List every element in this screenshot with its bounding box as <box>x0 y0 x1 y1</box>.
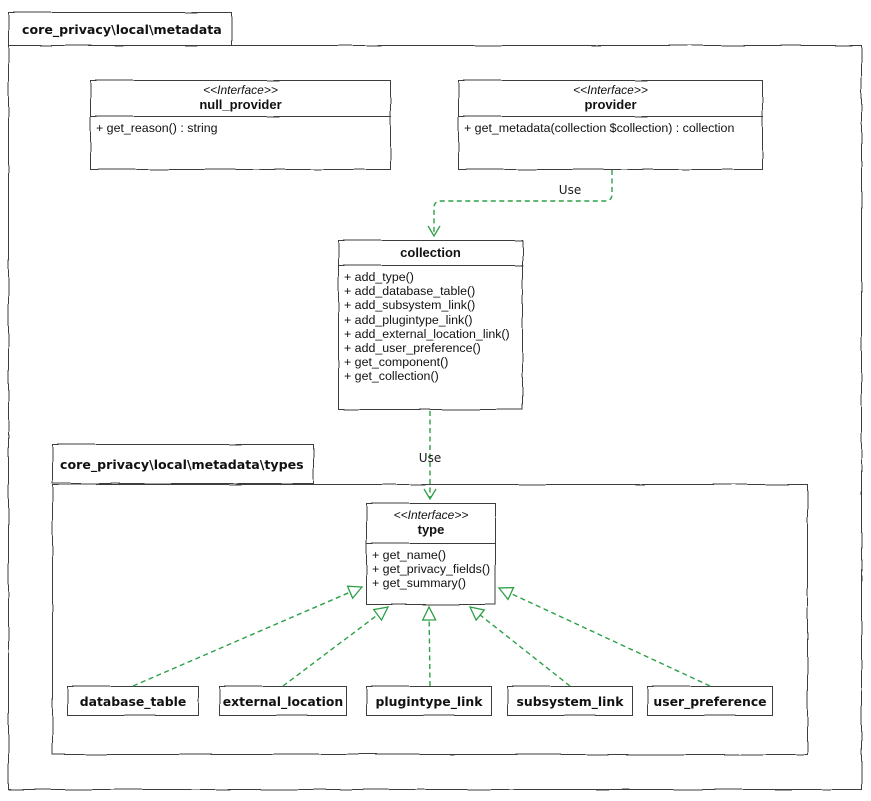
external-location-name: external_location <box>222 693 344 709</box>
package-types-label: core_privacy\local\metadata\types <box>60 456 304 472</box>
type-method: + get_summary() <box>372 576 466 591</box>
use-label-provider-collection: Use <box>558 183 582 197</box>
class-external-location: external_location <box>219 686 347 716</box>
type-name: type <box>417 522 445 537</box>
class-subsystem-link: subsystem_link <box>507 686 633 716</box>
type-stereotype: <<Interface>> <box>393 508 469 522</box>
null-provider-name: null_provider <box>199 97 282 112</box>
class-plugintype-link: plugintype_link <box>366 686 492 716</box>
class-null-provider: <<Interface>> null_provider + get_reason… <box>90 80 391 170</box>
class-collection: collection + add_type() + add_database_t… <box>338 240 523 410</box>
use-label-collection-type: Use <box>418 451 442 465</box>
collection-method: + get_component() <box>344 355 449 370</box>
class-database-table: database_table <box>67 686 199 716</box>
type-method: + get_privacy_fields() <box>372 562 491 577</box>
package-metadata-label: core_privacy\local\metadata <box>22 21 222 37</box>
collection-method: + add_subsystem_link() <box>344 298 476 313</box>
collection-method: + add_plugintype_link() <box>344 312 473 327</box>
collection-method: + add_user_preference() <box>344 340 481 355</box>
provider-method: + get_metadata(collection $collection) :… <box>464 121 735 135</box>
database-table-name: database_table <box>79 693 187 709</box>
package-metadata-tab: core_privacy\local\metadata <box>8 12 232 46</box>
user-preference-name: user_preference <box>653 693 767 709</box>
collection-method: + add_database_table() <box>344 284 476 299</box>
collection-name: collection <box>400 244 461 260</box>
collection-method: + add_external_location_link() <box>344 326 510 341</box>
provider-name: provider <box>584 97 637 112</box>
class-user-preference: user_preference <box>647 686 773 716</box>
null-provider-stereotype: <<Interface>> <box>203 83 278 97</box>
plugintype-link-name: plugintype_link <box>375 693 483 709</box>
provider-stereotype: <<Interface>> <box>573 83 648 97</box>
class-type: <<Interface>> type + get_name() + get_pr… <box>366 503 496 605</box>
subsystem-link-name: subsystem_link <box>516 693 624 709</box>
collection-method: + get_collection() <box>344 369 439 384</box>
null-provider-method: + get_reason() : string <box>96 121 218 135</box>
collection-method: + add_type() <box>344 270 414 284</box>
class-provider: <<Interface>> provider + get_metadata(co… <box>458 80 763 170</box>
package-types-tab: core_privacy\local\metadata\types <box>52 444 314 484</box>
type-method: + get_name() <box>372 548 447 562</box>
